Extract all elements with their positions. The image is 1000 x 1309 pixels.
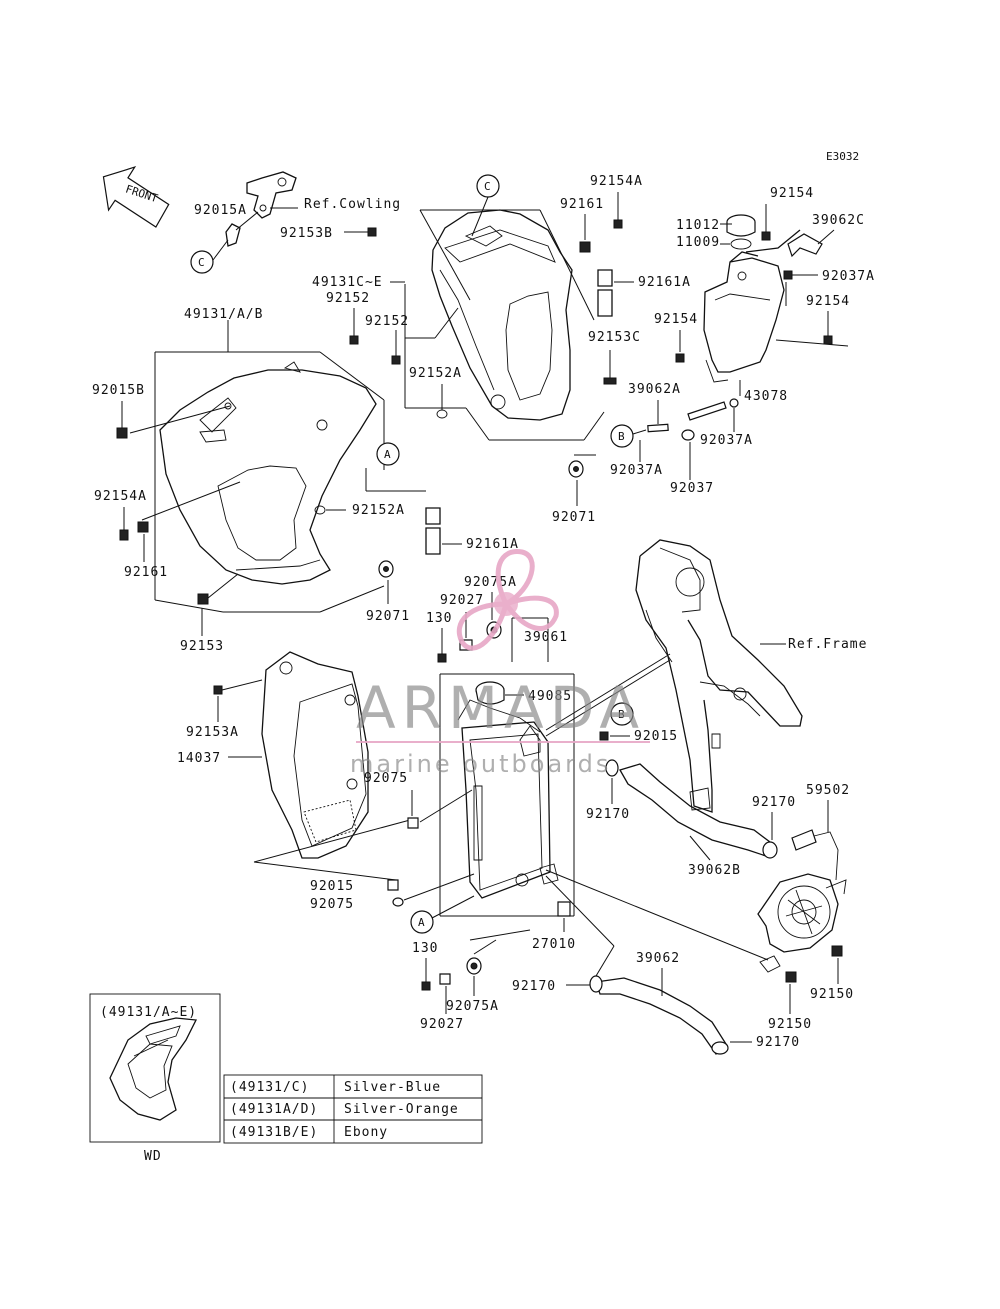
part-39061: 39061 xyxy=(524,630,568,645)
reservoir-tank xyxy=(703,214,801,383)
svg-text:A: A xyxy=(384,448,391,461)
frame xyxy=(635,539,803,813)
part-92152-a: 92152 xyxy=(326,291,370,306)
part-92161A-top: 92161A xyxy=(638,275,691,290)
part-59502: 59502 xyxy=(806,783,850,798)
part-49131AB: 49131/A/B xyxy=(184,307,263,322)
part-92153A: 92153A xyxy=(186,725,239,740)
part-92152A-low: 92152A xyxy=(352,503,405,518)
svg-text:C: C xyxy=(198,256,205,269)
part-92015-r: 92015 xyxy=(634,729,678,744)
part-130-top: 130 xyxy=(426,611,452,626)
part-92153: 92153 xyxy=(180,639,224,654)
part-27010: 27010 xyxy=(532,937,576,952)
callout-c xyxy=(190,250,214,274)
part-92154A-low: 92154A xyxy=(94,489,147,504)
color-row-code: (49131A/D) xyxy=(230,1102,318,1117)
part-92161A-low: 92161A xyxy=(466,537,519,552)
color-row-name: Ebony xyxy=(344,1125,388,1140)
part-39062: 39062 xyxy=(636,951,680,966)
radiator-fan xyxy=(757,873,847,973)
radiator-shroud xyxy=(261,651,369,859)
part-92161-low: 92161 xyxy=(124,565,168,580)
radiator-core xyxy=(457,681,559,899)
part-92037A-c: 92037A xyxy=(610,463,663,478)
part-92154-b: 92154 xyxy=(806,294,850,309)
svg-text:B: B xyxy=(618,708,625,721)
inset-caption: WD xyxy=(144,1149,162,1164)
part-92170-d: 92170 xyxy=(756,1035,800,1050)
inset-box xyxy=(89,993,221,1143)
color-row-name: Silver-Blue xyxy=(344,1080,441,1095)
ref-cowling-label: Ref.Cowling xyxy=(304,197,401,212)
front-arrow-icon: FRONT xyxy=(102,166,170,228)
part-92161A-top-block xyxy=(597,269,613,317)
part-43078: 43078 xyxy=(744,389,788,404)
cowling-bracket xyxy=(225,171,297,247)
part-92037A-a: 92037A xyxy=(822,269,875,284)
part-92071-top: 92071 xyxy=(552,510,596,525)
callout-a xyxy=(410,910,434,934)
part-92075A-low: 92075A xyxy=(446,999,499,1014)
color-row-name: Silver-Orange xyxy=(344,1102,459,1117)
part-92170-b: 92170 xyxy=(752,795,796,810)
propeller-logo-icon xyxy=(456,549,559,651)
part-92015A: 92015A xyxy=(194,203,247,218)
part-92150-a: 92150 xyxy=(810,987,854,1002)
part-92075-b: 92075 xyxy=(310,897,354,912)
part-39062A: 39062A xyxy=(628,382,681,397)
part-92152A-top: 92152A xyxy=(409,366,462,381)
part-92071-low: 92071 xyxy=(366,609,410,624)
part-92154A-top: 92154A xyxy=(590,174,643,189)
svg-text:B: B xyxy=(618,430,625,443)
diagram-code: E3032 xyxy=(826,150,859,163)
part-92161A-low-block xyxy=(425,507,441,555)
color-row-code: (49131/C) xyxy=(230,1080,309,1095)
svg-text:C: C xyxy=(484,180,491,193)
part-92152-b: 92152 xyxy=(365,314,409,329)
part-92027-top: 92027 xyxy=(440,593,484,608)
part-92075A-top: 92075A xyxy=(464,575,517,590)
part-92075-a: 92075 xyxy=(364,771,408,786)
watermark: ARMADA marine outboards xyxy=(350,549,650,778)
part-92154-a: 92154 xyxy=(770,186,814,201)
color-row-code: (49131B/E) xyxy=(230,1125,318,1140)
part-92170-c: 92170 xyxy=(512,979,556,994)
inner-cowl-upper xyxy=(431,209,573,421)
part-92170-a: 92170 xyxy=(586,807,630,822)
callout-b xyxy=(610,702,634,726)
part-92153C: 92153C xyxy=(588,330,641,345)
ref-frame-label: Ref.Frame xyxy=(788,637,867,652)
part-92153B: 92153B xyxy=(280,226,333,241)
callout-b-top xyxy=(610,424,634,448)
outer-cowl xyxy=(159,361,377,585)
callout-a-top xyxy=(376,442,400,466)
watermark-brand: ARMADA xyxy=(356,674,645,742)
inset-title: (49131/A~E) xyxy=(100,1005,197,1020)
part-92027-low: 92027 xyxy=(420,1017,464,1032)
part-92150-b: 92150 xyxy=(768,1017,812,1032)
part-39062B: 39062B xyxy=(688,863,741,878)
part-14037: 14037 xyxy=(177,751,221,766)
color-table: (49131/C) Silver-Blue (49131A/D) Silver-… xyxy=(223,1074,483,1144)
part-49085: 49085 xyxy=(528,689,572,704)
part-92015B: 92015B xyxy=(92,383,145,398)
part-92037: 92037 xyxy=(670,481,714,496)
part-11009: 11009 xyxy=(676,235,720,250)
hose-lower xyxy=(589,975,729,1056)
part-39062C: 39062C xyxy=(812,213,865,228)
hose-upper xyxy=(605,759,778,859)
part-92154-c: 92154 xyxy=(654,312,698,327)
part-130-low: 130 xyxy=(412,941,438,956)
part-92161-top: 92161 xyxy=(560,197,604,212)
part-49131CE: 49131C~E xyxy=(312,275,383,290)
part-92015-b: 92015 xyxy=(310,879,354,894)
svg-text:A: A xyxy=(418,916,425,929)
part-92037A-b: 92037A xyxy=(700,433,753,448)
part-11012: 11012 xyxy=(676,218,720,233)
watermark-tagline: marine outboards xyxy=(350,750,611,778)
